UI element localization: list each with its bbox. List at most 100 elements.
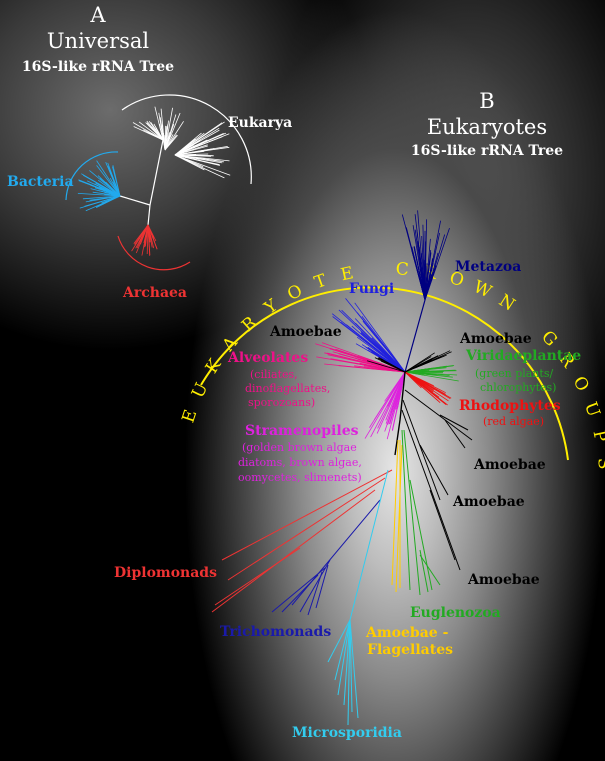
branch	[404, 357, 434, 373]
label-amoebae-flagellates-2: Flagellates	[367, 642, 453, 658]
label-amoebae-bottom: Amoebae	[467, 572, 540, 588]
branch	[150, 127, 164, 141]
branch	[404, 371, 447, 406]
branch	[361, 316, 406, 373]
branch	[324, 363, 406, 373]
branch	[164, 121, 184, 151]
branch	[370, 371, 406, 438]
branch	[147, 224, 157, 242]
branch	[354, 318, 406, 373]
label-amoebae-lower: Amoebae	[452, 494, 525, 510]
branch	[85, 195, 121, 212]
label-viridiplantae-sub2: chlorophytes)	[480, 381, 556, 394]
crown-letter: E	[178, 407, 201, 425]
panel-a: A Universal 16S-like rRNA Tree Eukarya B…	[7, 3, 292, 301]
label-bacteria: Bacteria	[7, 174, 74, 190]
crown-letter: K	[202, 355, 226, 377]
bacteria-arc	[65, 151, 119, 201]
branch	[84, 195, 121, 207]
branch	[375, 345, 406, 373]
branch	[138, 224, 149, 241]
branch	[104, 192, 121, 197]
branch	[96, 165, 121, 197]
panel-b-subtitle: 16S-like rRNA Tree	[411, 143, 563, 159]
label-rhodophytes-sub: (red algae)	[483, 415, 544, 428]
label-alveolates: Alveolates	[227, 350, 308, 366]
branch	[404, 371, 438, 376]
crown-letter: G	[537, 327, 561, 351]
branch	[386, 371, 406, 440]
euglenozoa-branches	[401, 429, 441, 596]
branch	[380, 360, 406, 373]
branch	[338, 309, 406, 373]
branch	[82, 195, 121, 200]
label-rhodophytes: Rhodophytes	[459, 398, 561, 414]
branch	[369, 371, 406, 428]
label-stramenopiles-sub1: (golden brown algae	[242, 441, 357, 454]
branch	[174, 154, 214, 157]
branch	[112, 166, 121, 197]
branch	[153, 123, 164, 141]
label-eukarya: Eukarya	[228, 115, 292, 131]
label-fungi: Fungi	[349, 281, 394, 297]
crown-letter: S	[593, 457, 605, 470]
label-diplomonads: Diplomonads	[114, 565, 217, 581]
branch	[376, 371, 406, 434]
crown-branches	[315, 210, 459, 440]
branch	[174, 154, 204, 168]
branch	[404, 352, 435, 373]
crown-letter: E	[339, 263, 355, 285]
label-euglenozoa: Euglenozoa	[410, 605, 501, 621]
branch	[99, 184, 121, 197]
crown-letter: P	[588, 428, 605, 444]
branch	[138, 121, 164, 141]
branch	[164, 107, 173, 151]
branch	[97, 179, 121, 197]
eukarya-branches	[132, 106, 231, 179]
branch	[174, 133, 224, 156]
crown-letter: O	[569, 373, 593, 395]
crown-letter: O	[447, 268, 466, 291]
label-stramenopiles: Stramenopiles	[245, 423, 359, 439]
label-alveolates-sub2: dinoflagellates,	[245, 382, 330, 395]
branch	[159, 117, 166, 151]
microsporidia-branches	[327, 469, 389, 726]
label-amoebae-upper-left: Amoebae	[269, 324, 342, 340]
branch	[354, 302, 406, 373]
branch	[147, 224, 152, 241]
branch	[404, 299, 426, 373]
crown-letter: T	[312, 270, 330, 293]
crown-letter: U	[580, 399, 604, 419]
crown-letter: N	[495, 291, 518, 316]
crown-groups-arc	[200, 286, 569, 461]
label-viridiplantae-sub1: (green plants/	[475, 367, 553, 380]
label-amoebae-upper-right: Amoebae	[459, 331, 532, 347]
label-alveolates-sub3: sporozoans)	[248, 396, 315, 409]
branch	[143, 224, 149, 244]
amoebae-deep-branches	[401, 389, 473, 571]
branch	[174, 146, 230, 156]
label-viridiplantae: Viridaeplantae	[465, 348, 581, 364]
crown-letter: W	[470, 277, 495, 303]
branch	[164, 125, 166, 151]
label-amoebae-flagellates-1: Amoebae -	[365, 625, 449, 641]
diplomonads-branches	[211, 469, 393, 613]
universal-trunk	[119, 139, 164, 226]
branch	[112, 181, 121, 197]
label-amoebae-mid: Amoebae	[473, 457, 546, 473]
deep-branches	[211, 371, 473, 726]
panel-a-title: Universal	[47, 29, 150, 53]
branch	[159, 123, 164, 141]
crown-letter: U	[188, 380, 212, 402]
branch	[404, 368, 432, 373]
panel-a-subtitle: 16S-like rRNA Tree	[22, 59, 174, 75]
branch	[132, 122, 164, 141]
branch	[105, 181, 121, 197]
branch	[346, 324, 406, 373]
branch	[85, 195, 121, 203]
branch	[174, 154, 230, 162]
eukarya-arc	[121, 94, 252, 185]
label-trichomonads: Trichomonads	[220, 624, 331, 640]
branch	[424, 271, 429, 301]
